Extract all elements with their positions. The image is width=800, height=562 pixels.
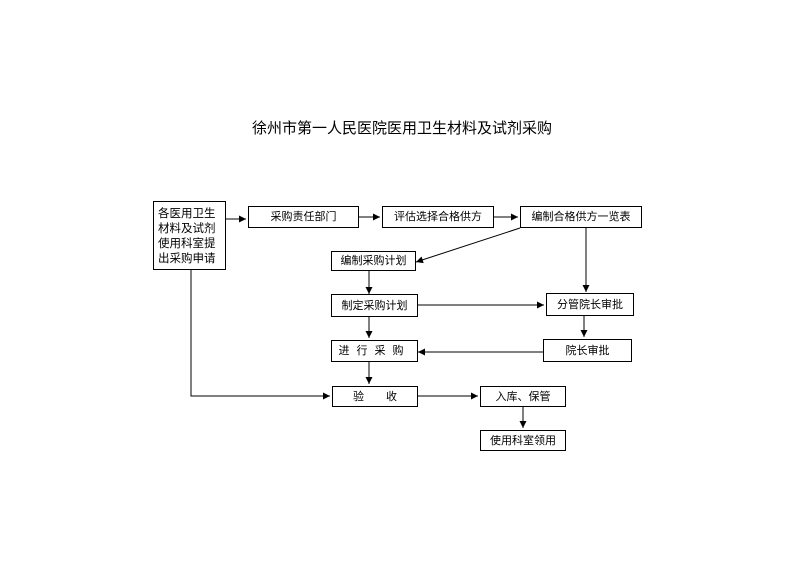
node-storage: 入库、保管	[480, 386, 566, 407]
node-compile-plan: 编制采购计划	[331, 251, 416, 271]
arrow-list-to-compile	[415, 227, 521, 264]
arrow-request-to-inspect	[190, 270, 330, 400]
node-dept-use: 使用科室领用	[480, 430, 566, 451]
page-title: 徐州市第一人民医院医用卫生材料及试剂采购	[251, 119, 552, 137]
node-procure: 进行采购	[331, 340, 418, 362]
node-supplier-list: 编制合格供方一览表	[520, 206, 642, 228]
node-evaluate: 评估选择合格供方	[382, 206, 494, 228]
node-purchasing-dept: 采购责任部门	[248, 206, 359, 228]
node-president-approval: 院长审批	[543, 339, 632, 362]
node-make-plan: 制定采购计划	[331, 294, 418, 317]
node-request: 各医用卫生材料及试剂使用科室提出采购申请	[153, 201, 226, 270]
node-inspect: 验 收	[332, 386, 418, 407]
node-vice-approval: 分管院长审批	[546, 293, 634, 316]
